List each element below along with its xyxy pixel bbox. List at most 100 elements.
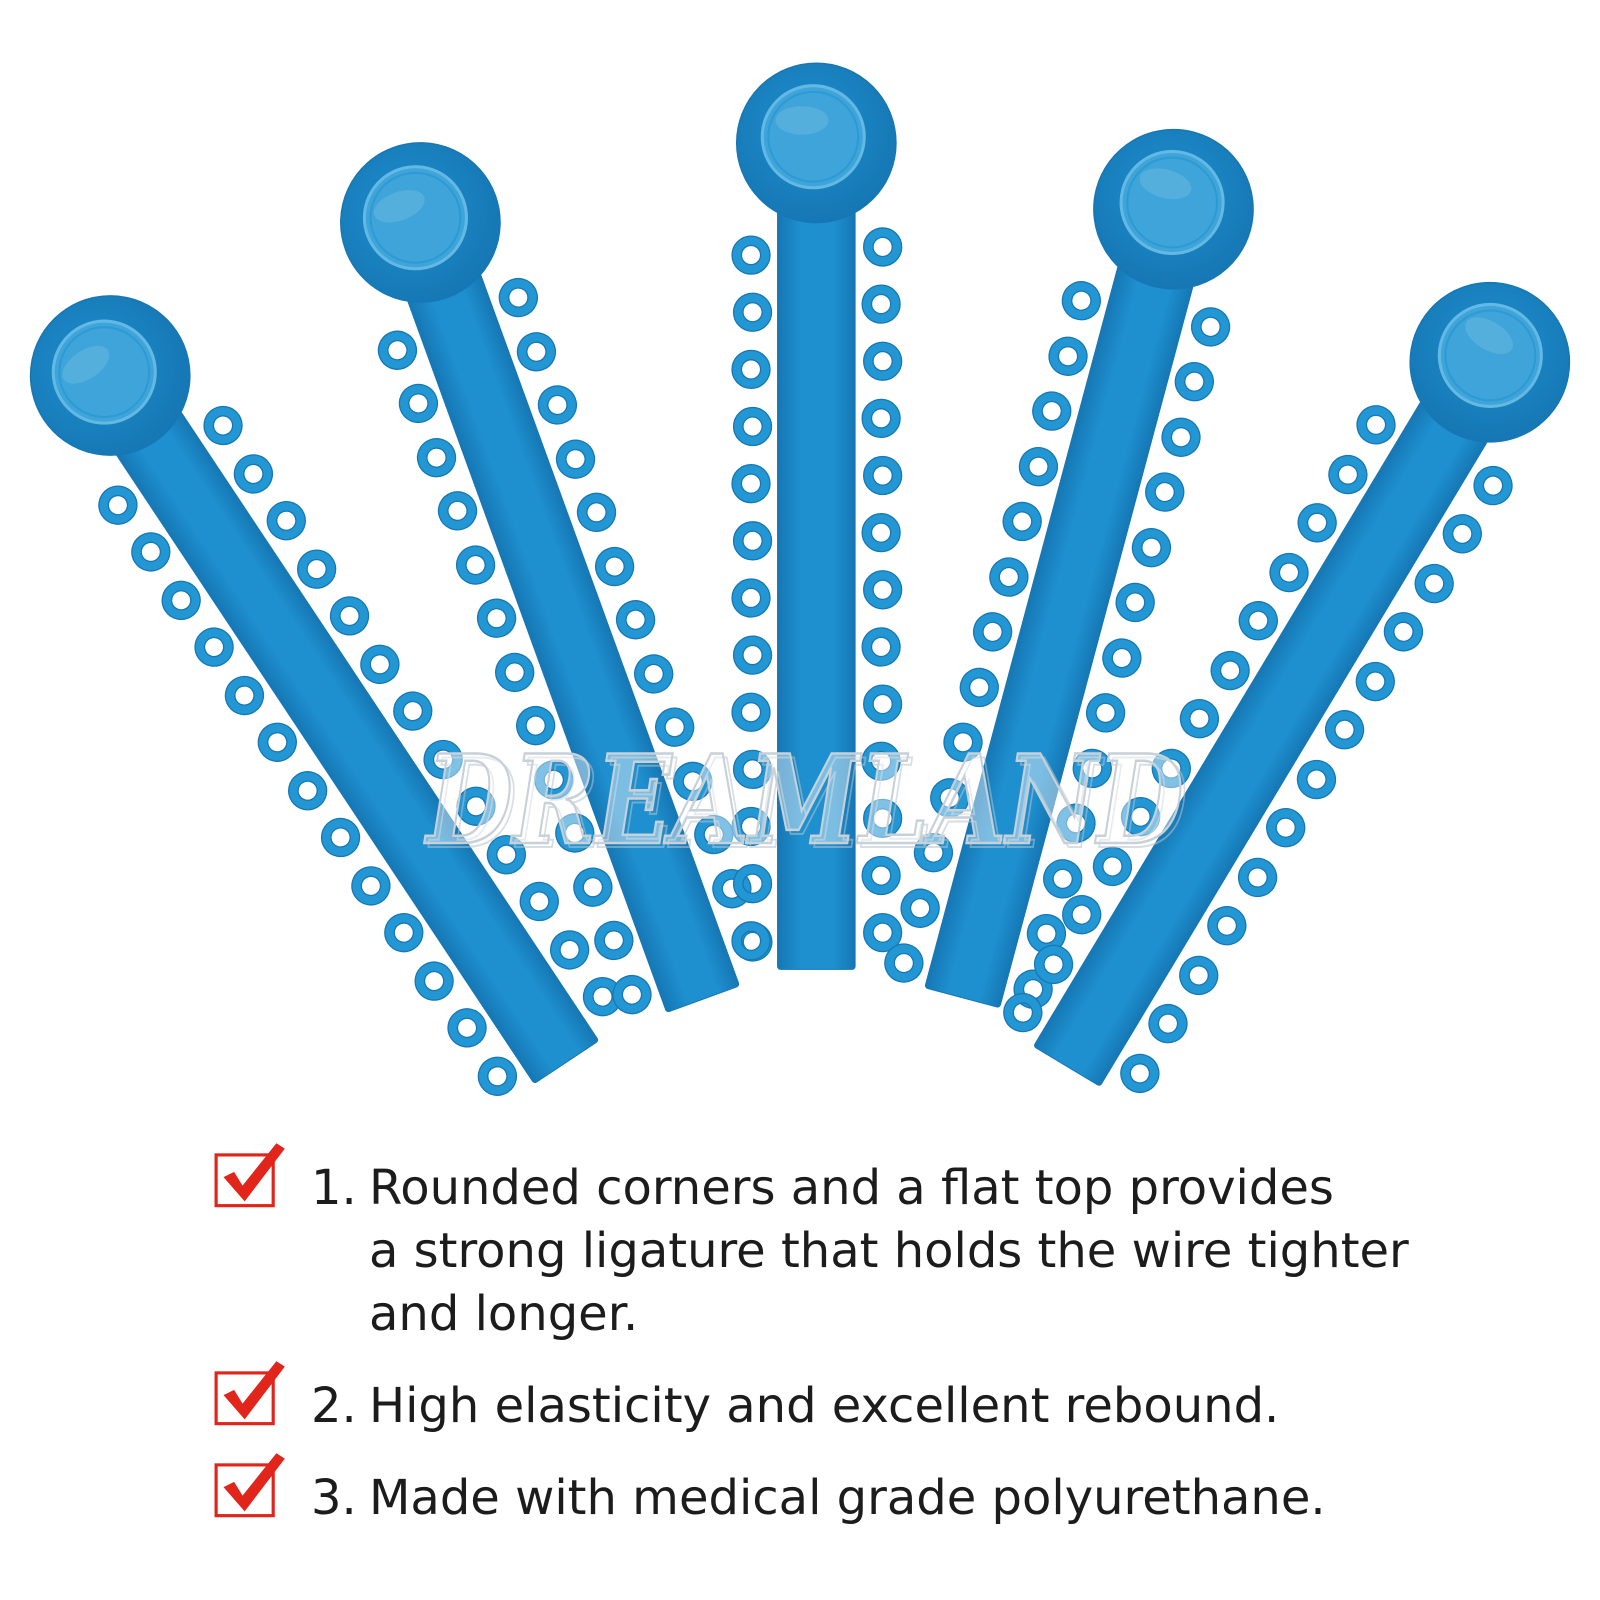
ligature-ring xyxy=(423,739,463,780)
ligature-ring xyxy=(1032,391,1072,431)
ligature-ring xyxy=(393,691,433,731)
ligature-ring xyxy=(1033,944,1074,985)
ligature-ring xyxy=(863,227,903,267)
ligature-ring xyxy=(863,570,903,610)
ligature-ring xyxy=(863,913,903,953)
ligature-ring xyxy=(477,1056,518,1096)
ligature-ring xyxy=(673,761,713,802)
ligature-ring xyxy=(1355,661,1395,702)
ligature-ring xyxy=(360,644,400,684)
ligature-ring xyxy=(257,722,297,762)
ligature-ring xyxy=(1026,913,1067,954)
ligature-ring xyxy=(1161,417,1201,457)
ligature-ring xyxy=(224,675,265,716)
ligature-ring xyxy=(861,398,901,439)
stick-head xyxy=(29,295,191,456)
checkbox-checked-icon xyxy=(214,1453,285,1518)
ligature-ring xyxy=(377,330,418,370)
ligature-ring xyxy=(516,332,557,372)
ligature-ring xyxy=(594,546,635,587)
feature-number: 3. xyxy=(311,1470,357,1526)
ligature-ring xyxy=(1120,797,1161,837)
ligature-ring xyxy=(519,881,559,922)
ligature-ring xyxy=(1207,906,1247,946)
ligature-ring xyxy=(1179,955,1219,996)
ligature-ring xyxy=(498,277,538,318)
stick-head-window xyxy=(51,319,157,425)
ligature-ring xyxy=(98,485,138,525)
ligature-ring xyxy=(1179,699,1220,739)
ligature-ring xyxy=(731,692,771,732)
ligature-ring xyxy=(1085,693,1126,733)
ligature-ring xyxy=(296,549,337,589)
ligature-ring xyxy=(416,438,457,478)
ligature-ring xyxy=(537,385,578,425)
ligature-ring xyxy=(1328,454,1368,495)
ligature-ring xyxy=(1297,503,1337,543)
ligature-ring xyxy=(351,866,391,906)
ligature-ring xyxy=(486,835,527,875)
ligature-ring xyxy=(732,749,773,790)
feature-text: High elasticity and excellent rebound. xyxy=(369,1375,1279,1438)
ligature-stick xyxy=(731,62,903,970)
ligature-stick xyxy=(1003,281,1571,1094)
ligature-ring xyxy=(863,684,903,724)
feature-text: Rounded corners and a flat top provides … xyxy=(369,1157,1409,1346)
ligature-ring xyxy=(455,545,496,585)
stick-head-window xyxy=(362,165,468,271)
ligature-ring xyxy=(1092,846,1133,887)
ligature-ring xyxy=(634,654,674,694)
ligature-ring xyxy=(1062,894,1102,935)
ligature-ring xyxy=(1269,552,1309,593)
ligature-ring xyxy=(1151,748,1191,789)
checkbox-checked-icon xyxy=(214,1143,285,1208)
ligature-ring xyxy=(655,707,695,747)
ligature-ring xyxy=(266,501,306,541)
ligature-ring xyxy=(1056,803,1096,843)
ligature-ring xyxy=(447,1008,487,1048)
stick-head-window xyxy=(1119,149,1225,256)
ligature-ring xyxy=(1210,650,1250,691)
ligature-ring xyxy=(1115,582,1155,623)
ligature-stick xyxy=(29,295,623,1096)
stick-head xyxy=(340,142,501,303)
ligature-ring xyxy=(731,235,771,275)
ligature-ring xyxy=(414,961,454,1001)
ligature-ring xyxy=(861,284,901,324)
ligature-ring xyxy=(732,406,773,447)
ligature-ring xyxy=(1072,748,1112,789)
stick-head-window xyxy=(1437,302,1543,408)
ligature-ring xyxy=(456,786,496,826)
stick-head xyxy=(1409,281,1571,443)
ligature-ring xyxy=(861,627,901,667)
ligature-ring xyxy=(1266,808,1306,848)
ligature-ring xyxy=(161,580,201,620)
ligature-ring xyxy=(549,930,590,970)
ligature-ring xyxy=(534,760,574,800)
ligature-ring xyxy=(1048,336,1088,376)
ligature-ring xyxy=(1414,563,1454,604)
ligature-ring xyxy=(555,439,596,479)
ligature-ring xyxy=(731,349,771,390)
ligature-ring xyxy=(1174,362,1214,402)
feature-text-line: Made with medical grade polyurethane. xyxy=(369,1470,1326,1526)
ligature-ring xyxy=(1237,857,1278,898)
ligature-ring xyxy=(288,771,328,811)
ligature-sticks xyxy=(29,62,1571,1096)
ligature-ring xyxy=(194,627,234,667)
ligature-ring xyxy=(1145,472,1185,512)
stick-head xyxy=(735,62,897,224)
feature-text-line: Rounded corners and a flat top provides xyxy=(369,1160,1334,1216)
ligature-ring xyxy=(329,596,370,636)
ligature-ring xyxy=(131,532,171,572)
ligature-ring xyxy=(959,667,999,708)
checkbox-checked-icon xyxy=(214,1361,285,1426)
ligature-ring xyxy=(694,814,734,855)
ligature-ring xyxy=(861,513,901,553)
ligature-ring xyxy=(712,869,752,909)
ligature-ring xyxy=(731,921,771,961)
ligature-ring xyxy=(555,813,595,853)
ligature-ring xyxy=(1190,307,1231,347)
ligature-ring xyxy=(863,455,903,496)
ligature-ring xyxy=(861,855,901,896)
